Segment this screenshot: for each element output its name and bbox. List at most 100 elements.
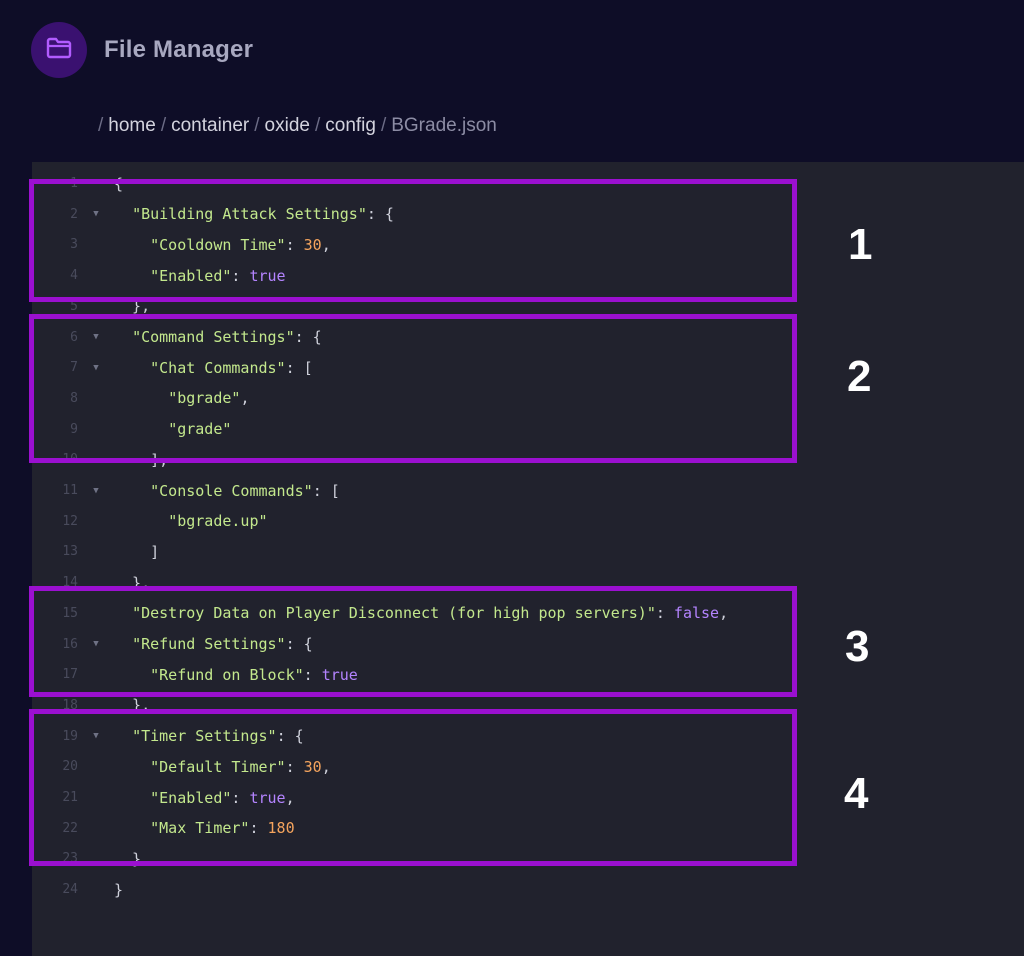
code-line: 3 "Cooldown Time": 30,: [32, 229, 1024, 260]
code-text: "Console Commands": [: [114, 482, 340, 500]
token-key: "Timer Settings": [132, 727, 277, 746]
code-text: "Chat Commands": [: [114, 359, 313, 377]
token-punct: [114, 819, 150, 837]
token-num: 30: [303, 235, 322, 254]
token-punct: : {: [276, 727, 304, 746]
token-punct: }: [114, 849, 142, 868]
fold-toggle-icon[interactable]: ▼: [93, 485, 99, 496]
fold-toggle-icon[interactable]: ▼: [93, 332, 99, 342]
token-punct: [114, 758, 150, 776]
token-str: "bgrade.up": [168, 512, 268, 531]
token-punct: [114, 727, 132, 745]
breadcrumb: /home/container/oxide/config/BGrade.json: [98, 115, 497, 137]
line-number: 7: [70, 360, 78, 376]
code-text: },: [114, 297, 150, 315]
token-key: "Building Attack Settings": [132, 205, 367, 224]
code-line: 24}: [32, 874, 1024, 905]
code-line: 5 },: [32, 291, 1024, 322]
token-punct: :: [249, 819, 268, 838]
token-punct: [114, 236, 150, 254]
code-line: 17 "Refund on Block": true: [32, 659, 1024, 690]
folder-icon: [46, 37, 72, 64]
code-text: }: [114, 850, 141, 868]
code-line: 8 "bgrade",: [32, 383, 1024, 414]
token-punct: ,: [321, 235, 331, 254]
line-number: 2: [70, 206, 78, 222]
fold-toggle-icon[interactable]: ▼: [93, 209, 99, 220]
code-line: 22 "Max Timer": 180: [32, 813, 1024, 844]
app-logo[interactable]: [31, 22, 87, 78]
line-number: 1: [70, 176, 78, 191]
token-punct: [114, 789, 150, 807]
annotation-label-2: 2: [847, 352, 872, 401]
token-str: "bgrade": [168, 389, 241, 408]
token-str: "grade": [168, 420, 232, 439]
code-text: {: [114, 175, 123, 193]
code-line: 20 "Default Timer": 30,: [32, 751, 1024, 782]
line-number: 8: [70, 390, 78, 406]
token-key: "Enabled": [150, 788, 232, 807]
breadcrumb-separator: /: [314, 115, 321, 136]
token-punct: ],: [114, 450, 169, 469]
line-number: 4: [70, 268, 78, 284]
breadcrumb-item-config[interactable]: config: [325, 115, 376, 136]
fold-toggle-icon[interactable]: ▼: [93, 362, 99, 373]
token-punct: : [: [285, 358, 313, 377]
token-key: "Command Settings": [132, 328, 295, 346]
token-num: 180: [267, 819, 295, 838]
code-text: "bgrade",: [114, 389, 249, 407]
line-number: 24: [62, 882, 78, 898]
code-text: "grade": [114, 420, 231, 438]
code-line: 1{: [32, 168, 1024, 199]
code-text: "Refund on Block": true: [114, 666, 358, 684]
line-number: 22: [62, 820, 78, 836]
code-text: "Command Settings": {: [114, 328, 322, 346]
token-key: "Enabled": [150, 266, 232, 285]
token-bool: true: [249, 788, 286, 807]
token-key: "Max Timer": [150, 819, 250, 838]
token-punct: :: [285, 235, 304, 254]
code-line: 16▼ "Refund Settings": {: [32, 629, 1024, 660]
annotation-label-4: 4: [844, 769, 869, 818]
code-text: "Timer Settings": {: [114, 727, 304, 745]
breadcrumb-item-container[interactable]: container: [171, 115, 250, 136]
code-line: 14 },: [32, 567, 1024, 598]
token-bool: false: [673, 604, 720, 623]
line-number: 16: [62, 636, 78, 652]
fold-toggle-icon[interactable]: ▼: [93, 639, 99, 649]
token-punct: :: [303, 665, 322, 684]
code-text: "Enabled": true: [114, 266, 285, 285]
code-line: 15 "Destroy Data on Player Disconnect (f…: [32, 598, 1024, 629]
token-key: "Refund on Block": [150, 665, 304, 684]
token-key: "Console Commands": [150, 481, 313, 500]
breadcrumb-item-home[interactable]: home: [108, 115, 156, 136]
line-number: 9: [70, 421, 78, 437]
fold-toggle-icon[interactable]: ▼: [93, 731, 99, 742]
breadcrumb-item-oxide[interactable]: oxide: [264, 115, 310, 136]
code-text: ]: [114, 543, 159, 561]
token-punct: :: [231, 266, 250, 285]
line-number: 6: [70, 329, 78, 345]
token-punct: [114, 420, 168, 438]
token-punct: ,: [321, 757, 331, 776]
token-punct: [114, 359, 150, 377]
code-text: },: [114, 696, 150, 714]
token-punct: : [: [312, 481, 340, 500]
token-punct: [114, 205, 132, 223]
code-line: 13 ]: [32, 536, 1024, 567]
token-punct: },: [114, 696, 151, 715]
token-punct: },: [114, 297, 151, 316]
code-line: 21 "Enabled": true,: [32, 782, 1024, 813]
annotation-label-1: 1: [848, 220, 873, 269]
breadcrumb-separator: /: [254, 115, 260, 136]
token-punct: [114, 635, 132, 653]
code-text: "Enabled": true,: [114, 789, 295, 807]
token-punct: [114, 666, 150, 684]
code-text: ],: [114, 451, 168, 469]
code-editor[interactable]: 1{2▼ "Building Attack Settings": {3 "Coo…: [32, 162, 1024, 956]
code-line: 11▼ "Console Commands": [: [32, 475, 1024, 506]
app-title: File Manager: [104, 36, 254, 63]
token-key: "Refund Settings": [132, 635, 286, 653]
token-punct: : {: [366, 205, 394, 224]
line-number: 10: [62, 452, 78, 468]
